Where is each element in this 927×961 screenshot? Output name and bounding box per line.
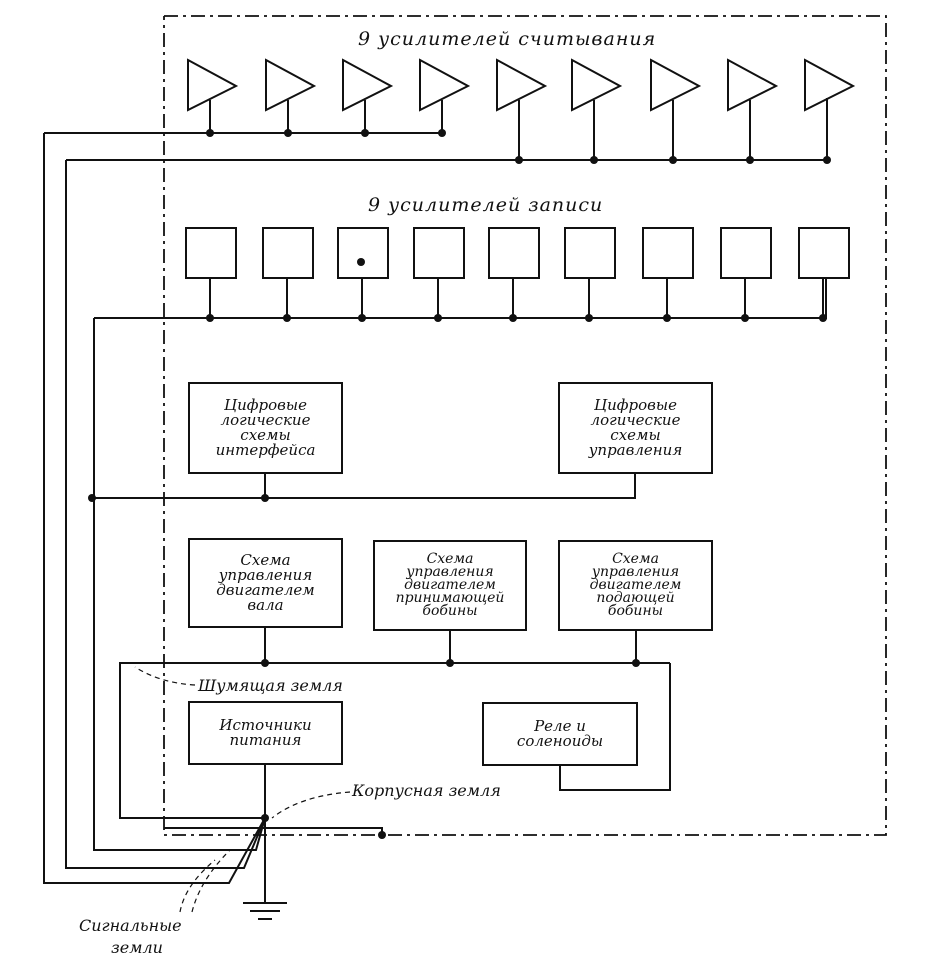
control-logic-block: Цифровые логические схемы управления (588, 396, 683, 459)
write-amplifiers-label: 9 усилителей записи (368, 194, 604, 216)
chassis-ground-leader (271, 791, 351, 819)
interface-logic-block: Цифровые логические схемы интерфейса (215, 396, 316, 459)
signal-ground-return-2 (65, 160, 266, 869)
takeup-reel-motor-control-block: Схема управления двигателем принимающей … (395, 551, 505, 619)
read-amplifier-2 (265, 58, 317, 112)
chassis-enclosure (163, 15, 887, 836)
relay-return (559, 663, 671, 791)
write-amplifier-6 (564, 227, 616, 279)
logic-bus (92, 473, 636, 499)
write-amplifier-9 (798, 227, 850, 279)
noisy-ground-label: Шумящая земля (198, 676, 343, 695)
read-amplifiers-label: 9 усилителей считывания (358, 28, 657, 50)
read-amplifier-4 (419, 58, 471, 112)
write-amplifier-3 (337, 227, 389, 279)
write-amplifier-5 (488, 227, 540, 279)
chassis-ground-bus (164, 827, 383, 835)
read-amplifier-8 (727, 58, 779, 112)
capstan-motor-control-block: Схема управления двигателем вала (216, 551, 315, 614)
noisy-ground-leader (134, 666, 196, 686)
signal-grounds-label-line2: земли (111, 938, 163, 957)
write-amp-bus (94, 278, 827, 319)
read-amp-bus-2 (66, 98, 828, 161)
signal-grounds-label-line1: Сигнальные (79, 916, 182, 935)
write-amplifier-2 (262, 227, 314, 279)
write-amp-3-mark (357, 258, 365, 266)
read-amplifier-1 (187, 58, 239, 112)
write-amplifier-4 (413, 227, 465, 279)
read-amplifier-7 (650, 58, 702, 112)
relays-frame (482, 702, 638, 766)
signal-ground-return-3 (93, 318, 266, 851)
noisy-ground-bus (119, 662, 670, 819)
read-amplifier-9 (804, 58, 856, 112)
write-amplifier-7 (642, 227, 694, 279)
read-amplifier-6 (571, 58, 623, 112)
chassis-ground-label: Корпусная земля (352, 781, 501, 800)
signal-ground-return-1 (43, 133, 266, 884)
read-amplifier-3 (342, 58, 394, 112)
signal-ground-leader-1 (179, 859, 216, 913)
write-amplifier-8 (720, 227, 772, 279)
interface-logic-node (261, 494, 269, 502)
signal-ground-leader-2 (191, 849, 231, 913)
read-amplifier-5 (496, 58, 548, 112)
write-amplifier-1 (185, 227, 237, 279)
power-supplies-block: Источники питания (219, 716, 312, 749)
chassis-ground-node (378, 831, 386, 839)
relays-solenoids-block: Реле и соленоиды (516, 717, 604, 750)
supply-reel-motor-control-block: Схема управления двигателем подающей боб… (589, 551, 682, 619)
